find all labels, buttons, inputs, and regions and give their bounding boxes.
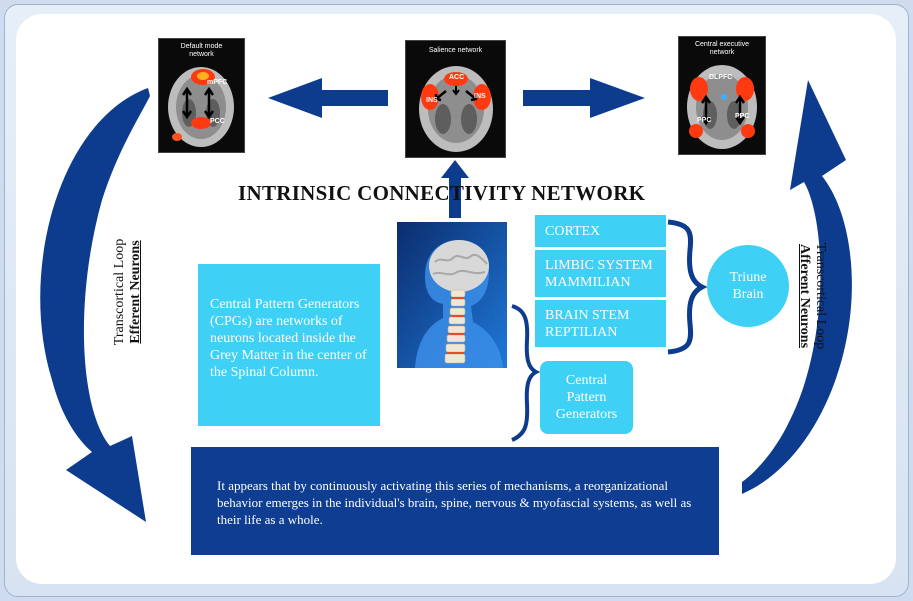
salience-brain-scan <box>419 66 493 152</box>
salience-network-panel: Salience network ACC INS INS <box>405 40 506 158</box>
left-loop-label: Transcortical Loop Efferent Neurons <box>112 238 143 346</box>
label-ppc-left: PPC <box>697 117 712 124</box>
arrow-to-central-executive <box>523 78 645 118</box>
label-acc: ACC <box>449 74 465 81</box>
left-curved-arrow <box>40 88 150 522</box>
arrow-to-default-mode <box>268 78 388 118</box>
central-executive-brain-scan <box>687 65 757 149</box>
label-ins-right: INS <box>474 93 486 100</box>
brace-brain-layers <box>667 219 708 355</box>
label-ins-left: INS <box>426 97 438 104</box>
bottom-summary-box: It appears that by continuously activati… <box>191 447 719 555</box>
label-ppc-right: PPC <box>735 113 750 120</box>
default-mode-brain-scan <box>168 67 234 147</box>
label-mpfc: mPFC <box>207 79 228 86</box>
cpg-description-box: Central Pattern Generators (CPGs) are ne… <box>198 264 380 426</box>
right-loop-label: Transcortical Loop Afferent Neurons <box>797 242 828 350</box>
layer-cortex: CORTEX <box>535 215 666 247</box>
diagram-title: INTRINSIC CONNECTIVITY NETWORK <box>238 181 646 205</box>
human-spine-illustration <box>397 222 507 368</box>
arrow-to-salience <box>441 160 469 218</box>
label-pcc: PCC <box>210 118 225 125</box>
brace-cpg <box>511 304 541 442</box>
right-curved-arrow <box>742 80 852 494</box>
label-dlpfc: DLPFC <box>709 74 733 81</box>
salience-title: Salience network <box>428 47 483 54</box>
